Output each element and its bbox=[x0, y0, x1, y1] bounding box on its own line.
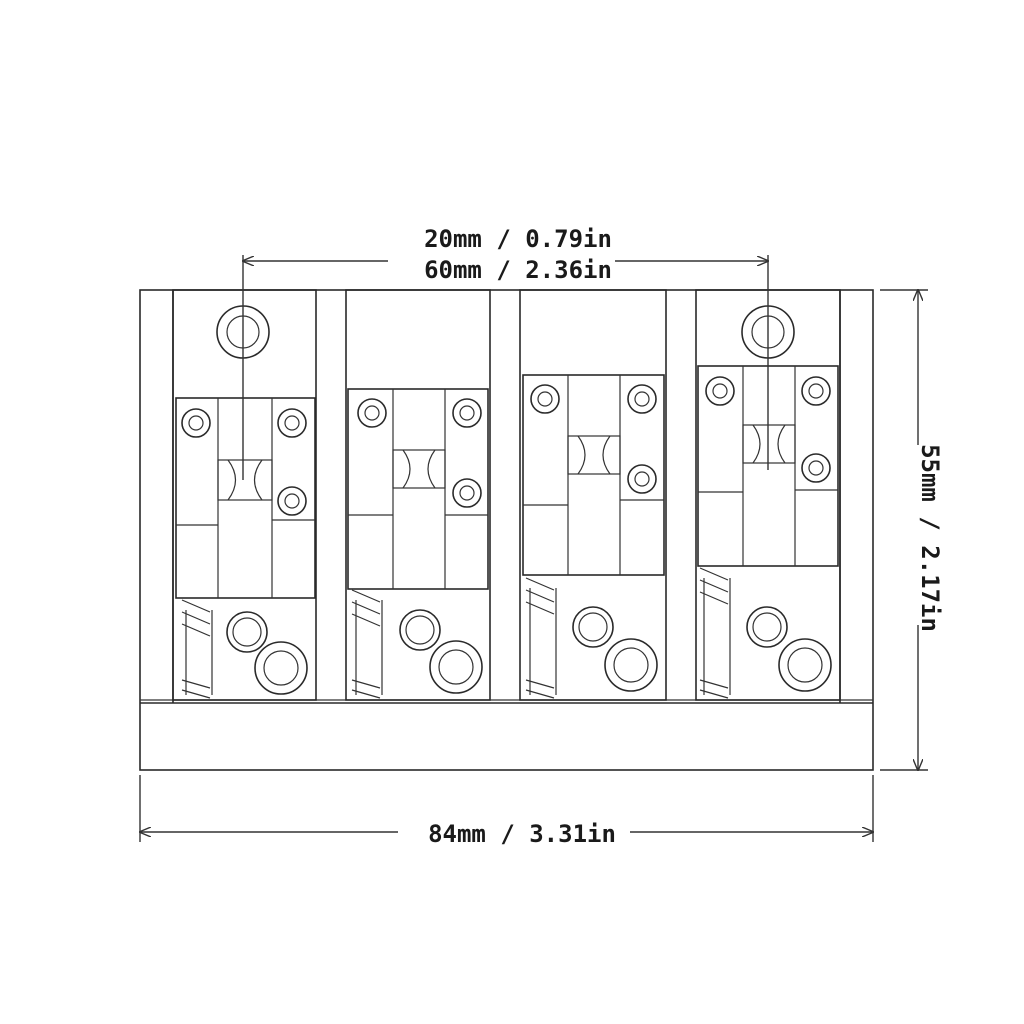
width-dimension: 84mm / 3.31in bbox=[140, 775, 873, 848]
top-dimension: 20mm / 0.79in 60mm / 2.36in bbox=[243, 225, 768, 480]
height-dimension: 55mm / 2.17in bbox=[880, 290, 944, 770]
height-label: 55mm / 2.17in bbox=[916, 444, 944, 632]
width-label: 84mm / 3.31in bbox=[428, 820, 616, 848]
span-label: 60mm / 2.36in bbox=[424, 256, 612, 284]
saddle-lane-3 bbox=[519, 289, 667, 701]
spacing-label: 20mm / 0.79in bbox=[424, 225, 612, 253]
saddle-lane-1 bbox=[172, 289, 317, 701]
saddle-lane-2 bbox=[345, 289, 491, 701]
bridge-baseplate bbox=[139, 289, 874, 771]
